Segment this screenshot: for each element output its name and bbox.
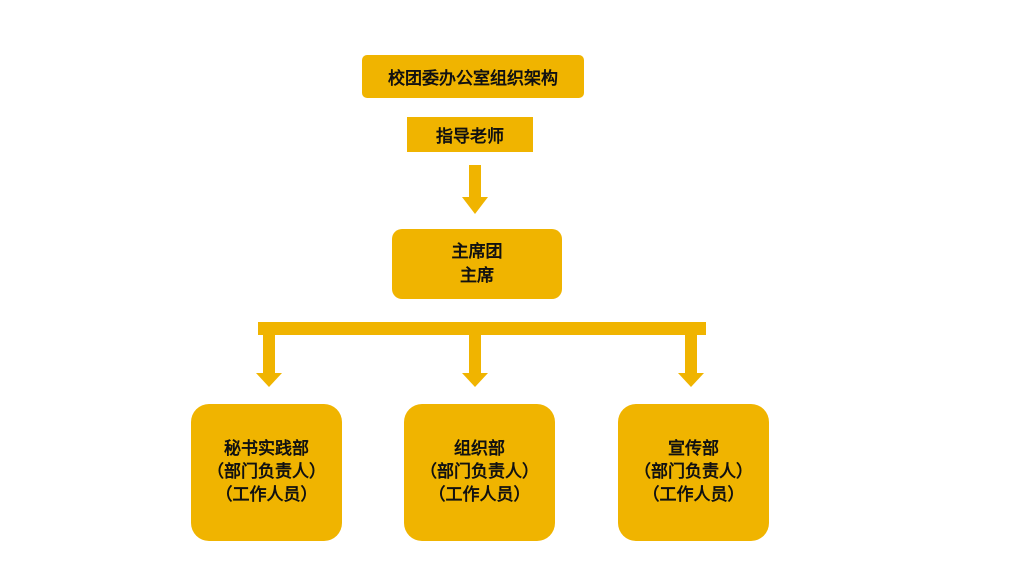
dept-node-organization: 组织部 （部门负责人） （工作人员）: [404, 404, 555, 541]
dept-lead: （部门负责人）: [634, 462, 753, 482]
presidium-label: 主席团: [451, 242, 503, 262]
dept-lead: （部门负责人）: [420, 462, 539, 482]
dept-node-secretariat: 秘书实践部 （部门负责人） （工作人员）: [191, 404, 342, 541]
president-label: 主席: [460, 266, 494, 286]
dept-staff: （工作人员）: [642, 485, 745, 505]
org-chart-title: 校团委办公室组织架构: [362, 55, 584, 98]
arrow-advisor-to-presidium: [462, 165, 488, 214]
branch-bar: [258, 322, 706, 335]
dept-name: 组织部: [454, 439, 505, 459]
title-text: 校团委办公室组织架构: [388, 69, 558, 89]
arrow-to-dept-3: [678, 335, 704, 387]
advisor-node: 指导老师: [407, 117, 533, 152]
dept-name: 秘书实践部: [224, 439, 309, 459]
dept-lead: （部门负责人）: [207, 462, 326, 482]
dept-staff: （工作人员）: [215, 485, 318, 505]
arrow-to-dept-1: [256, 335, 282, 387]
dept-name: 宣传部: [668, 439, 719, 459]
presidium-node: 主席团 主席: [392, 229, 562, 299]
arrow-to-dept-2: [462, 335, 488, 387]
advisor-text: 指导老师: [436, 127, 504, 147]
dept-node-publicity: 宣传部 （部门负责人） （工作人员）: [618, 404, 769, 541]
dept-staff: （工作人员）: [428, 485, 531, 505]
